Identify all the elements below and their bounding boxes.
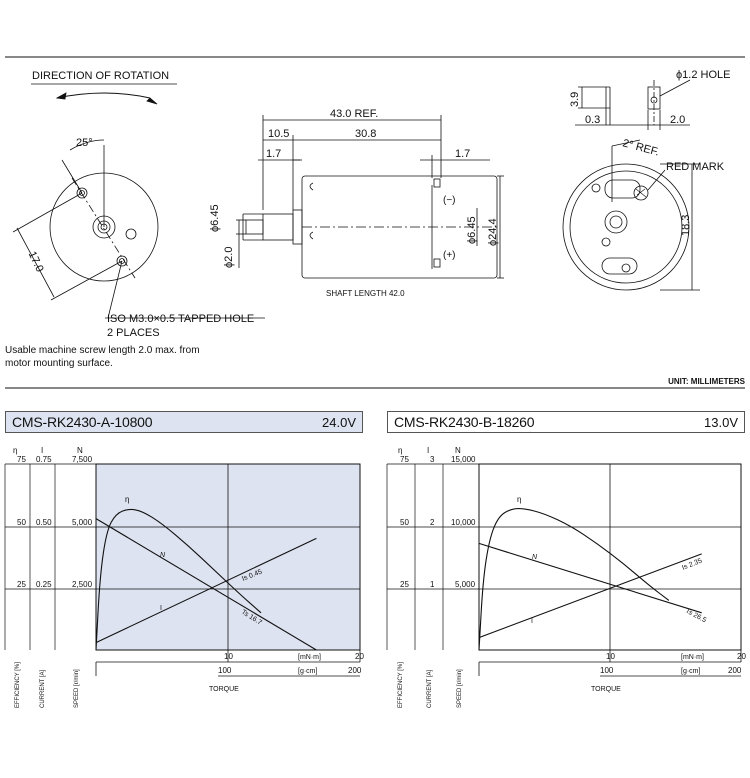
chart-b-header: CMS-RK2430-B-18260 13.0V (387, 411, 745, 433)
chart-b-eff-tick-50: 50 (400, 518, 409, 527)
dim-phi-2-0: ϕ2.0 (223, 247, 235, 268)
chart-a-ylabel-cur: CURRENT [A] (40, 669, 46, 708)
motor-drawing: DIRECTION OF ROTATION 25° 17.0 43.0 REF.… (5, 56, 745, 389)
dim-17: 17.0 (26, 250, 46, 274)
phi-1-2-hole-label: ϕ1.2 HOLE (676, 69, 730, 81)
chart-b-mnm-tick-10: 10 (606, 652, 615, 661)
chart-b-current-line (478, 553, 702, 639)
chart-b-ylabel-cur: CURRENT [A] (427, 669, 433, 708)
chart-a-mnm-tick-20: 20 (355, 652, 364, 661)
dim-angle-25: 25° (76, 137, 93, 149)
shaft-length-label: SHAFT LENGTH 42.0 (326, 289, 405, 298)
chart-a-current-line (95, 537, 317, 644)
chart-b-mnm-tick-20: 20 (737, 652, 746, 661)
chart-a-sym-n: N (77, 446, 83, 455)
chart-a-cur-tick-050: 0.50 (36, 518, 52, 527)
chart-a-ylabel-eff: EFFICIENCY [%] (15, 662, 21, 708)
chart-a-eff-tick-50: 50 (17, 518, 26, 527)
chart-a-label-eta: η (125, 495, 129, 504)
chart-a-sym-i: I (41, 446, 43, 455)
usable-screw-note: Usable machine screw length 2.0 max. fro… (5, 344, 200, 370)
chart-b-cur-tick-2: 2 (430, 518, 435, 527)
usable-note-line1: Usable machine screw length 2.0 max. fro… (5, 345, 200, 356)
chart-b-mnm-unit: [mN·m] (681, 654, 704, 661)
chart-a-sym-eta: η (13, 446, 17, 455)
chart-a-speed-tick-2500: 2,500 (72, 580, 93, 589)
unit-label: UNIT: MILLIMETERS (668, 377, 745, 386)
chart-b-model: CMS-RK2430-B-18260 (394, 414, 535, 430)
chart-a-ylabel-speed: SPEED [r/min] (74, 669, 80, 708)
chart-b-sym-eta: η (398, 446, 402, 455)
direction-of-rotation-label: DIRECTION OF ROTATION (32, 70, 169, 82)
chart-a-cur-tick-025: 0.25 (36, 580, 52, 589)
dim-1-7-left: 1.7 (266, 148, 281, 160)
dim-18-3: 18.3 (680, 215, 692, 236)
dim-phi-24-4: ϕ24.4 (487, 218, 499, 246)
tapped-hole-line2: 2 PLACES (107, 327, 160, 339)
chart-b-ylabel-speed: SPEED [r/min] (457, 669, 463, 708)
chart-b-label-eta: η (517, 495, 521, 504)
chart-b-cur-tick-1: 1 (430, 580, 435, 589)
chart-b-gcm-tick-200: 200 (728, 666, 742, 675)
chart-b-ylabel-eff: EFFICIENCY [%] (398, 662, 404, 708)
chart-b-sym-n: N (455, 446, 461, 455)
dim-0-3: 0.3 (585, 114, 600, 126)
dim-3-9: 3.9 (569, 92, 581, 107)
dim-1-7-right: 1.7 (455, 148, 470, 160)
chart-a-eff-tick-25: 25 (17, 580, 26, 589)
chart-a-model: CMS-RK2430-A-10800 (12, 414, 153, 430)
chart-a-gcm-tick-100: 100 (218, 666, 232, 675)
chart-b-sym-i: I (427, 446, 429, 455)
chart-a-gcm-tick-200: 200 (348, 666, 362, 675)
dim-2-deg-ref: 2° REF. (621, 137, 660, 158)
chart-a-efficiency-line (95, 508, 262, 651)
dim-10-5: 10.5 (268, 128, 289, 140)
chart-b-speed-tick-15000: 15,000 (451, 455, 476, 464)
terminal-minus-label: (−) (443, 195, 456, 206)
chart-a-gcm-unit: [g·cm] (298, 668, 318, 675)
chart-b-speed-tick-5000: 5,000 (455, 580, 476, 589)
dim-2-0: 2.0 (670, 114, 685, 126)
chart-a-speed-line (95, 518, 317, 651)
chart-b-label-i: I (531, 618, 533, 625)
chart-a-voltage: 24.0V (322, 414, 356, 430)
usable-note-line2: motor mounting surface. (5, 358, 113, 369)
chart-b-xlabel: TORQUE (591, 686, 621, 693)
chart-a-label-n: N (160, 552, 166, 559)
chart-a-eff-tick-75: 75 (17, 455, 26, 464)
chart-a: η I N 75 0.75 7,500 50 0.50 5,000 25 0.2… (4, 446, 364, 708)
chart-b-eff-tick-75: 75 (400, 455, 409, 464)
chart-a-cur-tick-075: 0.75 (36, 455, 52, 464)
tapped-hole-line1: ISO M3.0×0.5 TAPPED HOLE (107, 313, 254, 325)
dim-30-8: 30.8 (355, 128, 376, 140)
chart-a-speed-tick-7500: 7,500 (72, 455, 93, 464)
dim-phi-6-45-right: ϕ6.45 (466, 216, 478, 244)
chart-b-voltage: 13.0V (704, 414, 738, 430)
chart-b-speed-tick-10000: 10,000 (451, 518, 476, 527)
chart-a-mnm-unit: [mN·m] (298, 654, 321, 661)
chart-b-eff-tick-25: 25 (400, 580, 409, 589)
chart-b-speed-line (478, 542, 702, 614)
chart-b: η I N 75 3 15,000 50 2 10,000 25 1 5,000… (386, 446, 746, 708)
chart-b-cur-tick-3: 3 (430, 455, 435, 464)
red-mark-label: RED MARK (666, 161, 725, 173)
chart-b-gcm-unit: [g·cm] (681, 668, 701, 675)
chart-a-header: CMS-RK2430-A-10800 24.0V (5, 411, 363, 433)
chart-a-label-i: I (160, 605, 162, 612)
dim-phi-6-45-left: ϕ6.45 (209, 204, 221, 232)
chart-b-gcm-tick-100: 100 (600, 666, 614, 675)
dim-43-ref: 43.0 REF. (330, 108, 378, 120)
chart-a-xlabel: TORQUE (209, 686, 239, 693)
chart-b-efficiency-line (478, 508, 670, 651)
chart-b-label-n: N (532, 554, 538, 561)
chart-a-speed-tick-5000: 5,000 (72, 518, 93, 527)
terminal-plus-label: (+) (443, 250, 456, 261)
chart-a-mnm-tick-10: 10 (224, 652, 233, 661)
